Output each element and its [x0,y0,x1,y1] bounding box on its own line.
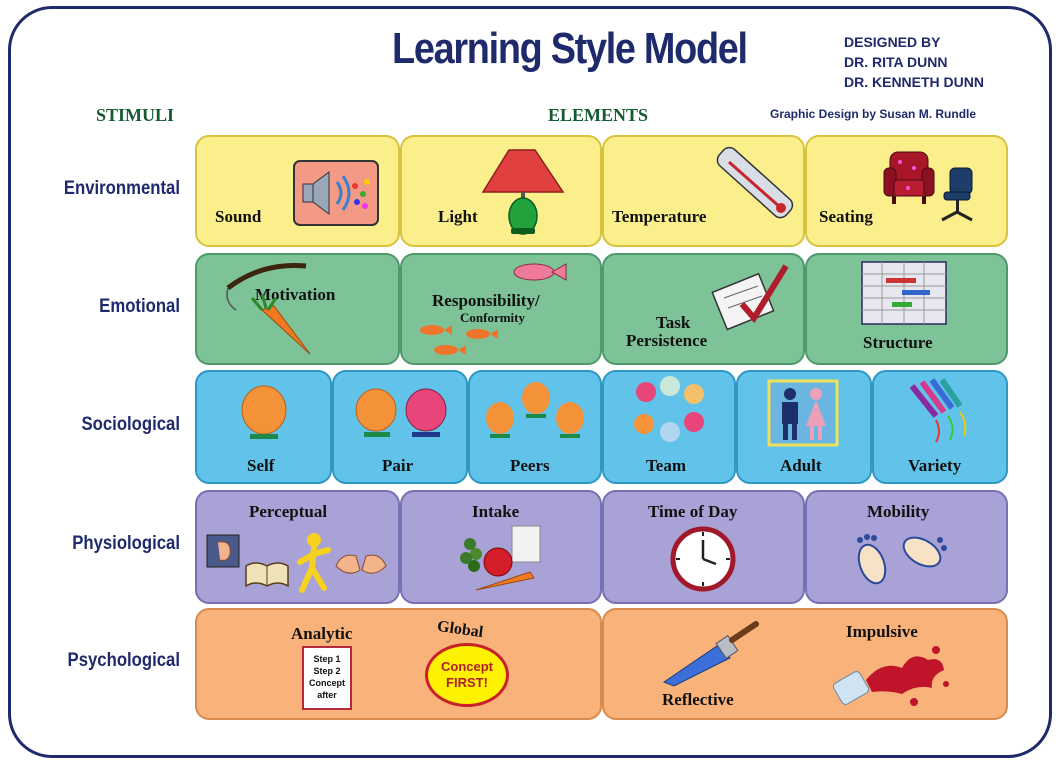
element-label: Peers [510,456,550,475]
hands-icon [335,554,387,574]
elements-header: ELEMENTS [548,105,649,125]
designer-name: DR. RITA DUNN [844,54,948,70]
element-label: Mobility [867,502,930,521]
footprints-icon [857,534,947,585]
element-label: Time of Day [648,502,738,521]
row-label-psychological: Psychological [67,650,180,671]
element-label: Team [646,456,686,475]
restroom-sign-icon [767,379,839,447]
step-text: Step 2 [313,666,341,676]
row-label-environmental: Environmental [63,178,180,199]
element-label: Self [247,456,275,475]
crayons-icon [909,378,967,443]
spilled-paint-icon [832,646,949,706]
step-text: after [317,690,337,700]
element-label: Temperature [612,207,707,226]
element-label: Adult [780,456,822,475]
clock-icon [670,526,736,592]
head-icon [355,388,397,437]
element-label: Persistence [626,331,708,350]
page-title: Learning Style Model [392,24,748,73]
clipboard-check-icon [711,264,789,331]
thermometer-icon [716,146,794,219]
step-text: Concept [309,678,345,688]
row-label-emotional: Emotional [99,296,180,317]
lamp-icon [481,149,565,235]
ear-icon [206,534,240,568]
head-icon [634,376,704,442]
badge-text: Concept [441,659,493,674]
element-responsibility: Responsibility/ Conformity [400,253,602,365]
food-icon [460,525,541,591]
row-label-physiological: Physiological [72,533,180,554]
fish-icon [513,263,567,281]
badge-text: FIRST! [446,675,488,690]
element-label: Sound [215,207,262,226]
design-credit: Graphic Design by Susan M. Rundle [770,107,977,121]
designer-name: DR. KENNETH DUNN [844,74,984,90]
element-label: Structure [863,333,933,352]
stimuli-header: STIMULI [96,105,175,125]
element-motivation: Motivation [195,253,400,365]
element-label: Impulsive [846,622,918,641]
element-label: Pair [382,456,414,475]
element-analytic-global: Analytic [195,608,602,720]
element-label: Intake [472,502,520,521]
step-text: Step 1 [313,654,341,664]
analytic-steps-card: Step 1 Step 2 Concept after [302,646,352,710]
designed-by-line: DESIGNED BY [844,34,941,50]
walking-person-icon [297,533,331,593]
head-icon [405,388,447,437]
element-label: Seating [819,207,873,226]
head-icon [241,385,287,439]
element-label: Responsibility/ [432,291,540,310]
element-pair: Pair [332,370,468,484]
element-label: Analytic [291,624,353,643]
designed-by: DESIGNED BY DR. RITA DUNN DR. KENNETH DU… [844,32,984,92]
element-label: Perceptual [249,502,328,521]
carrot-stick-icon [226,263,311,355]
chart-board-icon [861,261,947,325]
element-label: Conformity [460,310,525,325]
armchair-icon [883,151,935,204]
row-label-sociological: Sociological [81,414,180,435]
brush-icon [662,621,759,687]
head-icon [486,382,584,438]
book-icon [245,562,289,588]
office-chair-icon [941,167,973,222]
speaker-icon [293,160,379,226]
fish-icon [420,325,498,355]
element-label: Reflective [662,690,734,709]
concept-first-badge: Concept FIRST! [425,643,509,707]
element-label: Variety [908,456,962,475]
element-label: Task [656,313,691,332]
element-label: Light [438,207,478,226]
